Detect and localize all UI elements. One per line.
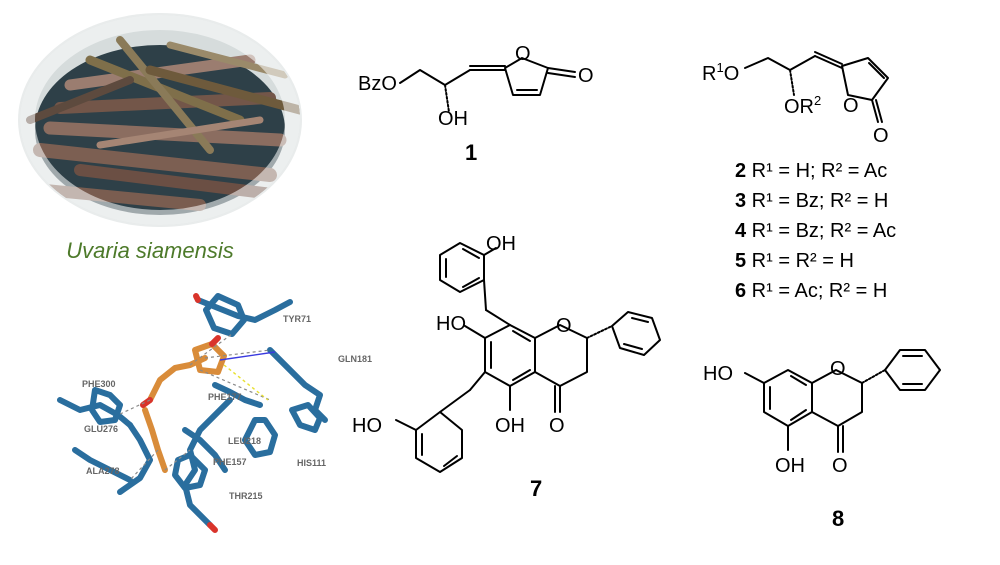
ho-left-label: HO — [436, 313, 466, 335]
docking-illustration — [57, 293, 328, 533]
carbonyl-oxygen-7: O — [549, 415, 565, 437]
residue-label: PHE177 — [208, 392, 242, 402]
carbonyl-oxygen-8: O — [832, 455, 848, 477]
legend-row: 2 R¹ = H; R² = Ac — [735, 160, 887, 182]
carbonyl-oxygen-2: O — [873, 125, 889, 147]
compound-1-structure: BzO OH O O — [358, 43, 594, 130]
residue-label: TYR71 — [283, 314, 311, 324]
compound-7-label: 7 — [530, 476, 542, 501]
residue-label: PHE300 — [82, 379, 116, 389]
or2-label: OR2 — [784, 93, 821, 118]
residue-label: ALA278 — [86, 466, 120, 476]
oh-mid-label: OH — [495, 415, 525, 437]
legend-row: 5 R¹ = R² = H — [735, 250, 854, 272]
carbonyl-oxygen: O — [578, 65, 594, 87]
residue-label: GLN181 — [338, 354, 372, 364]
bzo-label: BzO — [358, 73, 397, 95]
plant-photo — [18, 13, 302, 227]
r1-label: R1O — [702, 60, 739, 85]
legend-row: 6 R¹ = Ac; R² = H — [735, 280, 887, 302]
ho-label-8: HO — [703, 363, 733, 385]
legend-row: 3 R¹ = Bz; R² = H — [735, 190, 888, 212]
residue-label: PHE157 — [213, 457, 247, 467]
oh-label-8: OH — [775, 455, 805, 477]
ring-oxygen-8: O — [830, 358, 846, 380]
compound-7-structure — [395, 242, 661, 473]
species-name: Uvaria siamensis — [66, 238, 234, 263]
ring-oxygen-2: O — [843, 95, 859, 117]
residue-label: HIS111 — [297, 458, 326, 468]
ring-oxygen: O — [515, 43, 531, 65]
ring-oxygen-7: O — [556, 315, 572, 337]
residue-label: GLU276 — [84, 424, 118, 434]
substituent-legend: 2 R¹ = H; R² = Ac 3 R¹ = Bz; R² = H 4 R¹… — [735, 160, 896, 302]
residue-label: THR215 — [229, 491, 263, 501]
oh-top-label: OH — [486, 233, 516, 255]
legend-row: 4 R¹ = Bz; R² = Ac — [735, 220, 896, 242]
ho-bottom-label: HO — [352, 415, 382, 437]
compound-8-label: 8 — [832, 506, 844, 531]
compound-2-6-structure: R1O OR2 O O — [702, 51, 889, 147]
compound-8-structure — [744, 349, 941, 453]
oh-label: OH — [438, 108, 468, 130]
compound-1-label: 1 — [465, 140, 477, 165]
residue-label: LEU218 — [228, 436, 261, 446]
